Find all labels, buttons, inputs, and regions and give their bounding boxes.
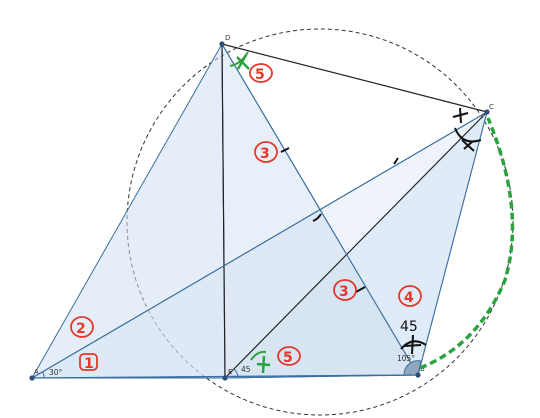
tick-EC-segment — [393, 157, 399, 165]
angle-arc-A — [42, 371, 45, 379]
angle-mark-B-cross — [403, 334, 422, 355]
red-mark-3-DE: 3 — [254, 141, 278, 163]
angle-arc-B — [403, 360, 422, 376]
label-C: C — [489, 103, 494, 111]
angle-label-A: 30° — [49, 368, 63, 377]
tick-BE-segment — [355, 286, 366, 293]
segment-EC — [224, 111, 488, 379]
angle-label-B: 105° — [397, 354, 415, 363]
green-angle-mark-E — [256, 355, 271, 374]
tick-DE-segment — [280, 147, 290, 153]
angle-label-E: 45 — [241, 365, 251, 374]
svg-text:3: 3 — [260, 146, 270, 162]
red-mark-2: 2 — [70, 316, 94, 338]
label-A: A — [34, 368, 39, 376]
label-D: D — [225, 34, 230, 42]
point-C — [484, 109, 490, 115]
point-E — [222, 375, 228, 381]
green-arc-BC — [419, 117, 515, 370]
angle-mark-C-cross2 — [461, 139, 475, 152]
red-mark-3-BE: 3 — [333, 279, 357, 301]
svg-text:4: 4 — [404, 290, 414, 306]
circumcircle — [126, 28, 514, 416]
tick-mid-crossing — [312, 213, 322, 222]
segment-DB — [221, 43, 419, 376]
label-E: E — [228, 368, 232, 376]
red-mark-1: 1 — [79, 353, 98, 372]
red-mark-5-at-D: 5 — [249, 63, 273, 83]
segment-DC — [221, 43, 488, 113]
angle-mark-C-arc — [454, 127, 482, 143]
svg-text:5: 5 — [283, 350, 293, 366]
red-mark-4: 4 — [398, 285, 422, 307]
svg-text:1: 1 — [84, 356, 94, 372]
point-B — [415, 372, 421, 378]
label-B: B — [420, 365, 425, 373]
segment-AC — [31, 111, 488, 379]
point-A — [29, 375, 35, 381]
svg-text:2: 2 — [76, 321, 86, 337]
red-mark-5-at-E: 5 — [277, 346, 301, 366]
point-D — [219, 41, 225, 47]
green-angle-mark-E-arc — [250, 350, 267, 361]
angle-B-value: 45 — [400, 319, 418, 335]
svg-text:3: 3 — [339, 284, 349, 300]
angle-mark-C-cross1 — [452, 107, 469, 124]
segment-DE — [221, 43, 226, 379]
svg-text:5: 5 — [255, 67, 265, 83]
green-angle-mark-D-arc — [229, 51, 249, 67]
angle-arc-E — [233, 368, 239, 379]
